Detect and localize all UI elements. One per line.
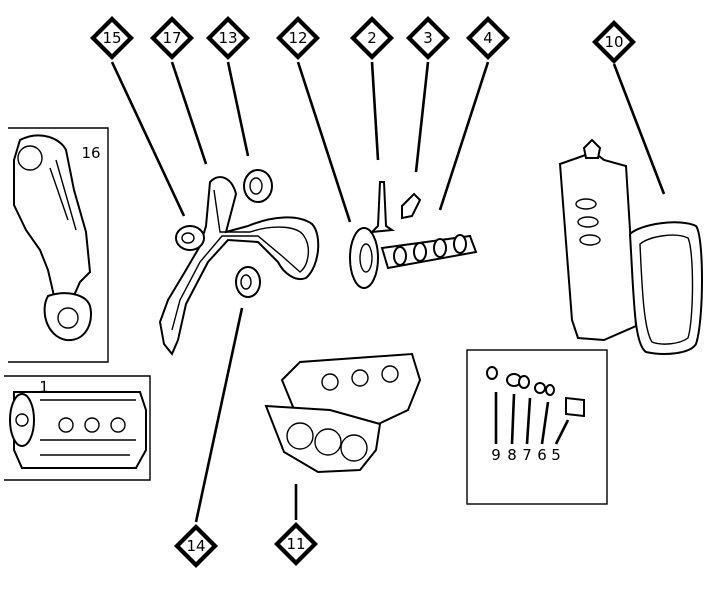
callout-17: 17 <box>150 16 194 60</box>
camshaft-assembly <box>349 181 478 289</box>
callout-label: 15 <box>102 29 121 47</box>
callout-diamonds: 15 17 13 12 2 3 4 10 14 11 <box>90 16 636 568</box>
callout-label: 17 <box>162 29 181 47</box>
callout-label: 3 <box>423 29 433 47</box>
callout-diamond-inner <box>96 22 128 54</box>
callout-diamond-inner <box>212 22 244 54</box>
callout-12: 12 <box>276 16 320 60</box>
callout-diamond-inner <box>472 22 504 54</box>
callout-diamond-inner <box>282 22 314 54</box>
callout-label: 10 <box>604 33 623 51</box>
label-7: 7 <box>522 446 532 464</box>
callout-2: 2 <box>350 16 394 60</box>
callout-15: 15 <box>90 16 134 60</box>
callout-leader-lines <box>110 61 666 523</box>
callout-10: 10 <box>592 20 636 64</box>
label-9: 9 <box>491 446 501 464</box>
label-6: 6 <box>537 446 547 464</box>
valve-cover-assembly <box>558 138 703 355</box>
inset-cylinder-head: 1 <box>4 375 151 481</box>
callout-diamond-inner <box>598 26 630 58</box>
callout-label: 12 <box>288 29 307 47</box>
callout-diamond-inner <box>156 22 188 54</box>
label-5: 5 <box>551 446 561 464</box>
callout-label: 13 <box>218 29 237 47</box>
callout-label: 4 <box>483 29 493 47</box>
timing-belt-assembly <box>158 169 320 356</box>
callout-3: 3 <box>406 16 450 60</box>
callout-11: 11 <box>274 522 318 566</box>
label-1: 1 <box>39 378 49 396</box>
label-16: 16 <box>81 144 100 162</box>
callout-diamond-inner <box>280 528 312 560</box>
callout-diamond-inner <box>412 22 444 54</box>
callout-label: 14 <box>186 537 205 555</box>
label-8: 8 <box>507 446 517 464</box>
inset-valve-parts: 9 8 7 6 5 <box>466 349 608 505</box>
callout-diamond-inner <box>180 530 212 562</box>
cylinder-head-center <box>264 352 422 474</box>
inset-timing-cover: 16 <box>8 127 109 363</box>
callout-diamond-inner <box>356 22 388 54</box>
callout-4: 4 <box>466 16 510 60</box>
callout-13: 13 <box>206 16 250 60</box>
callout-14: 14 <box>174 524 218 568</box>
callout-label: 11 <box>286 535 305 553</box>
callout-label: 2 <box>367 29 377 47</box>
valve-part-labels: 9 8 7 6 5 <box>491 446 561 464</box>
